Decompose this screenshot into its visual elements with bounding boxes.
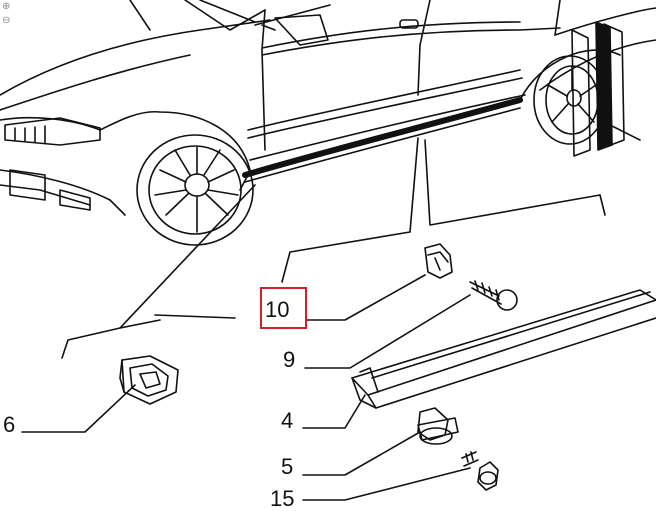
callout-6[interactable]: 6 [3,412,16,437]
leader-lines [21,119,641,501]
car-illustration [0,0,656,246]
part-6-retainer [119,355,179,405]
part-5-push-clip [417,407,459,445]
highlight-box [260,287,307,329]
callout-9[interactable]: 9 [283,347,296,372]
part-4-sill-trim [351,289,656,409]
callout-5[interactable]: 5 [281,454,294,479]
part-15-bolt [461,451,499,491]
callout-10[interactable]: 10 [265,297,290,322]
callout-15[interactable]: 15 [270,486,295,511]
zoom-in-icon[interactable]: ⊕ [2,1,11,12]
part-10-clip [424,243,453,279]
zoom-out-icon[interactable]: ⊖ [2,15,11,26]
callout-4[interactable]: 4 [281,408,294,433]
part-9-screw [469,280,518,311]
